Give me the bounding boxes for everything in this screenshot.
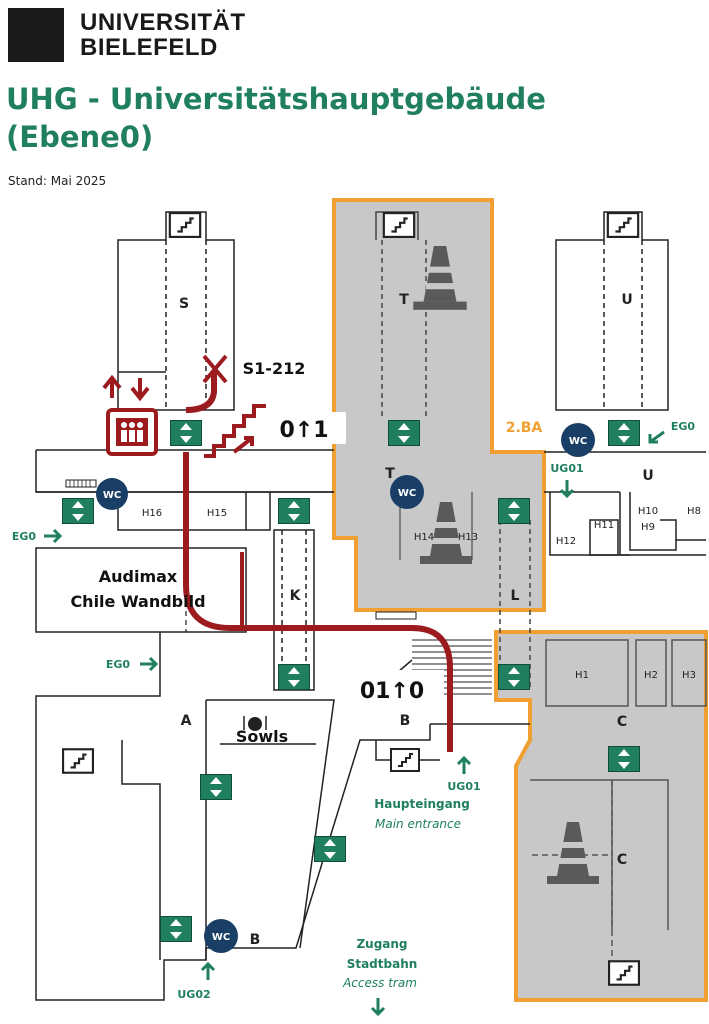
arrow-icon	[44, 430, 665, 1017]
elevator-icon	[498, 664, 530, 690]
stairs-icon	[390, 748, 420, 772]
main-corridor	[35, 449, 706, 556]
audimax-hall	[35, 547, 247, 633]
rooms-c	[530, 639, 707, 960]
section-label-c-lower: C	[617, 852, 627, 868]
wc-label: WC	[569, 436, 587, 447]
stairs-icon	[382, 212, 416, 238]
rail-hatch-mid	[375, 611, 417, 620]
room-h1: H1	[575, 670, 589, 681]
elevator-icon	[62, 498, 94, 524]
wc-icon	[204, 919, 238, 953]
wing-s	[117, 211, 235, 411]
room-h9: H9	[641, 522, 655, 533]
ug02-label: UG02	[177, 988, 210, 1001]
logo-line-2: BIELEFELD	[80, 34, 218, 61]
elevator-icon	[278, 498, 310, 524]
wc-label: WC	[212, 932, 230, 943]
level-change-01-0: 01↑0	[360, 679, 424, 704]
room-h12: H12	[556, 536, 576, 547]
section-label-t-lower: T	[385, 466, 395, 482]
construction-zone-t	[332, 198, 546, 612]
room-h3: H3	[682, 670, 696, 681]
rail-hatch-left-lines	[69, 480, 91, 487]
wc-icon	[390, 475, 424, 509]
eg0-label: EG0	[106, 658, 131, 671]
title-line-2: (Ebene0)	[6, 120, 154, 154]
wing-k	[273, 529, 315, 691]
section-label-c-upper: C	[617, 714, 627, 730]
section-label-b-center: B	[400, 713, 411, 729]
section-label-u-upper: U	[621, 292, 632, 308]
section-label-u-lower: U	[642, 468, 653, 484]
route-path	[183, 452, 453, 752]
title-line-1: UHG - Universitätshauptgebäude	[6, 82, 546, 116]
level-badge-bg	[262, 412, 346, 444]
route-to-s1	[185, 372, 217, 413]
logo-icon	[8, 8, 64, 62]
construction-label: 2.BA	[506, 420, 543, 436]
audimax-label: Audimax	[99, 567, 178, 586]
ug01-label: UG01	[447, 780, 480, 793]
elevator-sign-icon	[102, 374, 158, 456]
page-title: UHG - Universitätshauptgebäude (Ebene0)	[6, 80, 546, 156]
section-label-l: L	[511, 588, 520, 604]
room-h8: H8	[687, 506, 701, 517]
stairs-icon	[168, 212, 202, 238]
wing-l	[499, 520, 531, 690]
room-h11: H11	[594, 520, 614, 531]
elevator-icon	[160, 916, 192, 942]
section-label-a: A	[181, 713, 192, 729]
elevator-icon	[278, 664, 310, 690]
sowls-label: Sowls	[236, 727, 288, 746]
room-h14: H14	[414, 532, 434, 543]
cross-icon	[202, 354, 228, 384]
wc-icon	[561, 423, 595, 457]
main-entrance-en: Main entrance	[375, 817, 461, 831]
stairs-sign-icon	[204, 404, 266, 458]
s1-212-label: S1-212	[243, 359, 306, 378]
wc-label: WC	[103, 490, 121, 501]
logo-line-1: UNIVERSITÄT	[80, 9, 246, 36]
section-label-k: K	[290, 588, 302, 604]
elevator-icon	[388, 420, 420, 446]
elevator-icon	[608, 746, 640, 772]
level-change-0-1: 0↑1	[279, 418, 328, 443]
wc-icon	[96, 478, 128, 510]
elevator-icon	[498, 498, 530, 524]
ug01-label: UG01	[550, 462, 583, 475]
eg0-label: EG0	[12, 530, 37, 543]
elevator-icon	[608, 420, 640, 446]
audimax-sublabel: Chile Wandbild	[70, 592, 205, 611]
wing-ab	[35, 632, 530, 1001]
section-label-t-upper: T	[399, 292, 409, 308]
elevator-icon	[314, 836, 346, 862]
elevator-icon	[200, 774, 232, 800]
tram-label-en: Access tram	[342, 976, 417, 990]
construction-zone-c	[494, 630, 708, 1002]
stairs-icon	[608, 960, 640, 986]
room-h15: H15	[207, 508, 227, 519]
elevator-icon	[170, 420, 202, 446]
section-label-s: S	[179, 296, 189, 312]
rail-hatch-left	[65, 479, 97, 488]
room-h16: H16	[142, 508, 162, 519]
main-entrance-label: Haupteingang	[374, 797, 470, 811]
stairs-icon	[606, 212, 640, 238]
level-badge-bg-2	[340, 670, 444, 706]
wing-u	[555, 211, 669, 411]
tram-label-2: Stadtbahn	[347, 957, 418, 971]
section-label-b-bottom: B	[250, 932, 261, 948]
wc-label: WC	[398, 488, 416, 499]
restaurant-icon	[243, 716, 267, 731]
room-h10: H10	[638, 506, 658, 517]
room-h13: H13	[458, 532, 478, 543]
tram-label-1: Zugang	[356, 937, 407, 951]
eg0-label: EG0	[671, 420, 696, 433]
stairs-icon	[62, 748, 94, 774]
room-h2: H2	[644, 670, 658, 681]
university-logo: UNIVERSITÄT BIELEFELD	[80, 10, 246, 60]
stand-date: Stand: Mai 2025	[8, 174, 107, 188]
